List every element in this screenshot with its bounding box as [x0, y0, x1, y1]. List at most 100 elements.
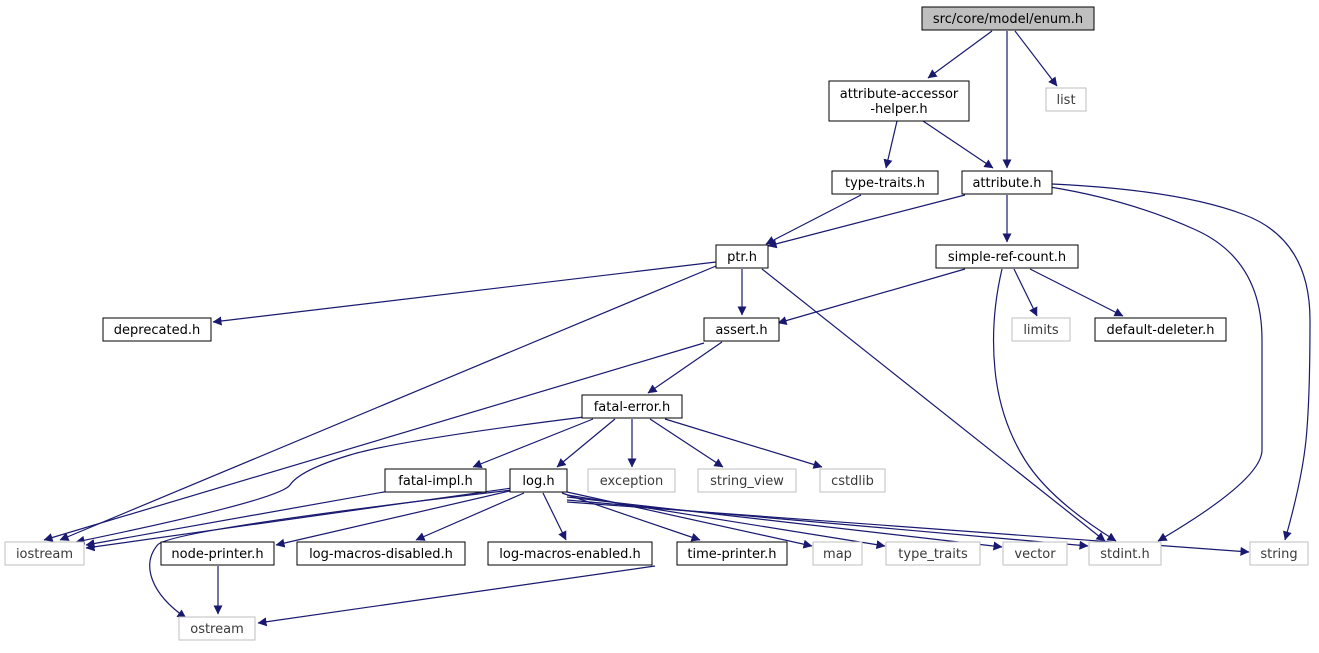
node-iostream: iostream — [4, 541, 85, 566]
node-log-mac-dis[interactable]: log-macros-disabled.h — [296, 541, 466, 566]
node-box — [697, 468, 797, 493]
node-label: list — [1056, 93, 1075, 108]
node-label: type_traits — [898, 547, 968, 562]
node-list: list — [1045, 87, 1087, 112]
edge-enum_h-to-attr_acc — [927, 30, 993, 79]
edge-log_h-to-log_mac_dis — [415, 492, 525, 541]
edge-simple_ref-to-stdint_h — [992, 268, 1117, 542]
node-std-type-traits: type_traits — [885, 541, 981, 566]
node-ptr-h[interactable]: ptr.h — [715, 244, 769, 269]
node-map: map — [812, 541, 863, 566]
node-box — [296, 541, 466, 566]
node-box — [703, 317, 780, 342]
node-box — [935, 244, 1079, 269]
nodes-layer: src/core/model/enum.h attribute-accessor-… — [4, 6, 1309, 641]
node-box — [384, 468, 487, 493]
node-label: attribute-accessor — [840, 87, 959, 102]
edge-time_printer-to-ostream — [257, 565, 656, 627]
node-label: time-printer.h — [687, 547, 776, 562]
edge-fatal_impl-to-iostream — [85, 489, 396, 548]
node-label: src/core/model/enum.h — [933, 12, 1083, 27]
node-label: limits — [1023, 323, 1059, 338]
node-box — [715, 244, 769, 269]
node-box — [885, 541, 981, 566]
node-label: ptr.h — [727, 250, 757, 265]
node-label: fatal-impl.h — [398, 474, 472, 489]
edge-log_h-to-iostream — [85, 487, 513, 552]
node-label: simple-ref-count.h — [948, 250, 1066, 265]
node-box — [160, 541, 275, 566]
node-label: -helper.h — [870, 102, 927, 117]
node-enum-h: src/core/model/enum.h — [921, 6, 1095, 31]
node-label: stdint.h — [1100, 547, 1149, 562]
node-label: vector — [1014, 547, 1056, 562]
edge-ptr_h-to-stdint_h — [761, 268, 1106, 542]
node-box — [581, 394, 683, 419]
node-attribute-h[interactable]: attribute.h — [961, 170, 1053, 195]
node-assert-h[interactable]: assert.h — [703, 317, 780, 342]
node-default-del[interactable]: default-deleter.h — [1094, 317, 1227, 342]
node-label: log-macros-enabled.h — [499, 547, 640, 562]
node-box — [587, 468, 676, 493]
node-fatal-impl[interactable]: fatal-impl.h — [384, 468, 487, 493]
node-vector: vector — [1002, 541, 1068, 566]
node-box — [828, 80, 970, 122]
node-box — [812, 541, 863, 566]
node-box — [1011, 317, 1071, 342]
edge-attribute_h-to-string — [1051, 183, 1311, 541]
node-log-h[interactable]: log.h — [509, 468, 568, 493]
node-time-printer[interactable]: time-printer.h — [676, 541, 788, 566]
node-label: log.h — [522, 474, 554, 489]
edge-attribute_h-to-ptr_h — [767, 194, 966, 249]
node-label: ostream — [190, 622, 244, 637]
node-ostream: ostream — [178, 616, 256, 641]
node-label: map — [823, 547, 852, 562]
node-node-printer[interactable]: node-printer.h — [160, 541, 275, 566]
edge-log_h-to-time_printer — [561, 492, 701, 542]
node-string: string — [1249, 541, 1309, 566]
node-box — [961, 170, 1053, 195]
node-label: cstdlib — [831, 474, 874, 489]
node-attr-acc[interactable]: attribute-accessor-helper.h — [828, 80, 970, 122]
edge-ptr_h-to-iostream — [59, 265, 717, 541]
node-box — [676, 541, 788, 566]
edge-fatal_err-to-string_view — [649, 418, 724, 468]
node-log-mac-en[interactable]: log-macros-enabled.h — [487, 541, 653, 566]
edge-fatal_err-to-cstdlib — [664, 418, 823, 469]
node-box — [1045, 87, 1087, 112]
edge-simple_ref-to-limits — [1013, 268, 1038, 317]
node-label: log-macros-disabled.h — [309, 547, 453, 562]
node-simple-ref[interactable]: simple-ref-count.h — [935, 244, 1079, 269]
node-label: deprecated.h — [114, 323, 200, 338]
node-box — [1088, 541, 1162, 566]
edge-log_h-to-map — [566, 491, 813, 549]
node-limits: limits — [1011, 317, 1071, 342]
node-fatal-err[interactable]: fatal-error.h — [581, 394, 683, 419]
node-box — [921, 6, 1095, 31]
edge-simple_ref-to-assert_h — [777, 268, 966, 325]
edge-fatal_err-to-iostream — [75, 416, 585, 545]
node-label: fatal-error.h — [594, 400, 671, 415]
node-box — [819, 468, 886, 493]
edge-log_h-to-node_printer — [275, 489, 515, 548]
node-box — [4, 541, 85, 566]
node-box — [178, 616, 256, 641]
edge-log_h-to-vector — [566, 496, 1003, 551]
node-type-traits-h[interactable]: type-traits.h — [831, 170, 939, 195]
edges-layer — [43, 30, 1311, 627]
edge-log_h-to-ostream — [149, 489, 513, 619]
node-label: node-printer.h — [171, 547, 263, 562]
node-label: attribute.h — [972, 176, 1041, 191]
edge-simple_ref-to-default_del — [1029, 268, 1124, 317]
node-label: iostream — [16, 547, 73, 562]
node-label: default-deleter.h — [1107, 323, 1215, 338]
node-box — [102, 317, 212, 342]
node-deprecated-h[interactable]: deprecated.h — [102, 317, 212, 342]
node-label: assert.h — [715, 323, 767, 338]
node-box — [509, 468, 568, 493]
node-box — [831, 170, 939, 195]
node-label: exception — [600, 474, 664, 489]
edge-enum_h-to-list — [1014, 30, 1058, 87]
edge-assert_h-to-fatal_err — [647, 341, 723, 394]
